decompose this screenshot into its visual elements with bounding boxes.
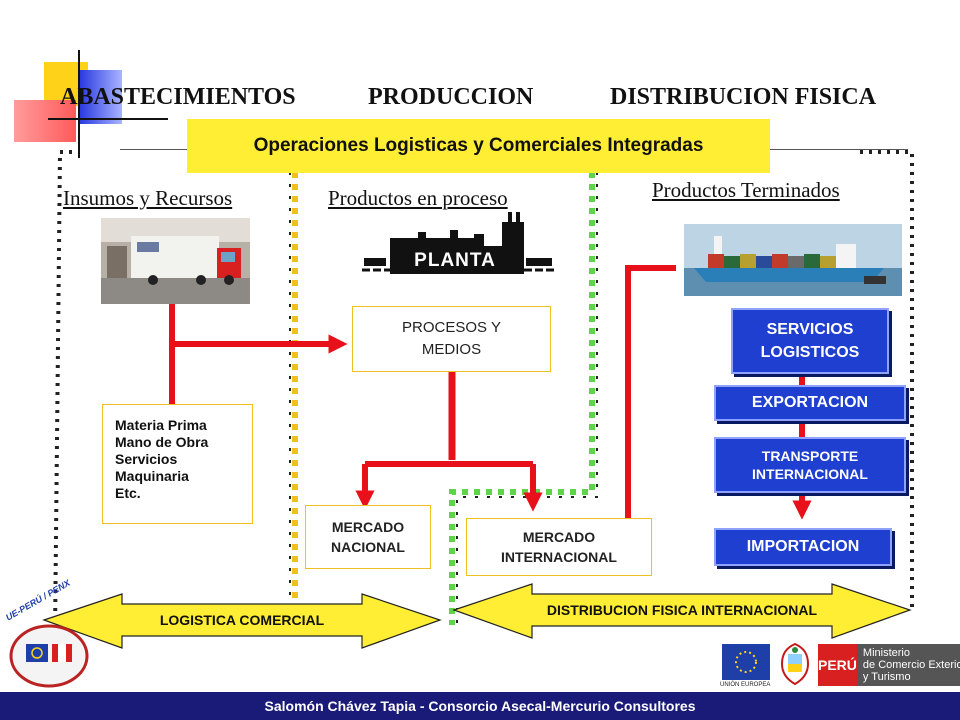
mercado-nacional-box: MERCADO NACIONAL — [305, 505, 431, 569]
procesos-line-1: PROCESOS Y — [402, 319, 501, 337]
procesos-medios-box: PROCESOS Y MEDIOS — [352, 306, 551, 372]
header-abastecimientos: ABASTECIMIENTOS — [60, 84, 296, 110]
mercado-internacional-line-2: INTERNACIONAL — [501, 549, 617, 565]
truck-loading-photo — [101, 218, 250, 304]
mercado-nacional-line-2: NACIONAL — [331, 539, 405, 555]
subtitle-terminados: Productos Terminados — [652, 178, 840, 202]
ue-peru-penx-logo — [6, 618, 92, 690]
container-ship-photo — [684, 224, 902, 296]
header-distribucion-fisica: DISTRIBUCION FISICA — [610, 84, 877, 110]
footer-credit: Salomón Chávez Tapia - Consorcio Asecal-… — [264, 698, 696, 714]
arrow-to-ship — [625, 265, 676, 520]
mercado-internacional-box: MERCADO INTERNACIONAL — [466, 518, 652, 576]
factory-icon — [362, 210, 556, 280]
exportacion-label: EXPORTACION — [751, 394, 869, 412]
region-divider-green — [449, 172, 595, 625]
footer-bar: Salomón Chávez Tapia - Consorcio Asecal-… — [0, 692, 960, 720]
region-divider-green-dark — [456, 172, 598, 625]
peru-red-block: PERÚ — [818, 644, 857, 686]
materia-item: Etc. — [115, 485, 141, 501]
mercado-nacional-line-1: MERCADO — [331, 518, 405, 535]
ministerio-line: de Comercio Exterior — [862, 659, 960, 671]
servicios-logisticos-box: SERVICIOS LOGISTICOS — [731, 308, 889, 374]
materia-list-box: Materia Prima Mano de Obra Servicios Maq… — [102, 404, 253, 524]
peru-coat-of-arms-icon — [776, 640, 814, 686]
integrated-operations-banner: Operaciones Logisticas y Comerciales Int… — [187, 119, 770, 173]
corner-square-blue — [80, 70, 122, 124]
exportacion-box: EXPORTACION — [714, 385, 906, 421]
importacion-label: IMPORTACION — [746, 538, 860, 556]
corner-horizontal-line — [48, 118, 168, 120]
subtitle-proceso: Productos en proceso — [328, 186, 508, 210]
materia-item: Maquinaria — [115, 468, 189, 484]
logistica-comercial-label: LOGISTICA COMERCIAL — [159, 612, 325, 628]
corner-vertical-line — [78, 50, 80, 158]
ministerio-block: Ministerio de Comercio Exterior y Turism… — [856, 644, 960, 686]
materia-item: Servicios — [115, 451, 178, 467]
logistica-comercial-arrow — [42, 593, 442, 649]
eu-flag-logo — [722, 644, 770, 680]
transporte-line-1: TRANSPORTE — [761, 447, 859, 464]
importacion-box: IMPORTACION — [714, 528, 892, 566]
procesos-line-2: MEDIOS — [421, 341, 482, 358]
distribucion-internacional-label: DISTRIBUCION FISICA INTERNACIONAL — [546, 602, 818, 618]
mercado-internacional-line-1: MERCADO — [522, 528, 596, 545]
peru-label: PERÚ — [818, 657, 857, 673]
peru-ministerio-logo: PERÚ Ministerio de Comercio Exterior y T… — [818, 644, 960, 686]
subtitle-insumos: Insumos y Recursos — [63, 186, 233, 210]
region-border-left — [53, 150, 72, 633]
servicios-line-2: LOGISTICOS — [760, 344, 860, 361]
transporte-internacional-box: TRANSPORTE INTERNACIONAL — [714, 437, 906, 493]
union-europea-text: UNIÓN EUROPEA — [720, 682, 771, 688]
servicios-line-1: SERVICIOS — [766, 320, 854, 338]
ministerio-line: Ministerio — [862, 647, 910, 659]
materia-item: Materia Prima — [115, 417, 207, 433]
distribucion-internacional-arrow — [452, 583, 912, 639]
banner-title: Operaciones Logisticas y Comerciales Int… — [253, 135, 704, 156]
corner-square-red — [14, 100, 76, 142]
transporte-line-2: INTERNACIONAL — [752, 466, 868, 482]
materia-item: Mano de Obra — [115, 434, 209, 450]
header-produccion: PRODUCCION — [368, 84, 534, 110]
planta-label: PLANTA — [414, 250, 496, 271]
ministerio-line: y Turismo — [862, 671, 911, 683]
